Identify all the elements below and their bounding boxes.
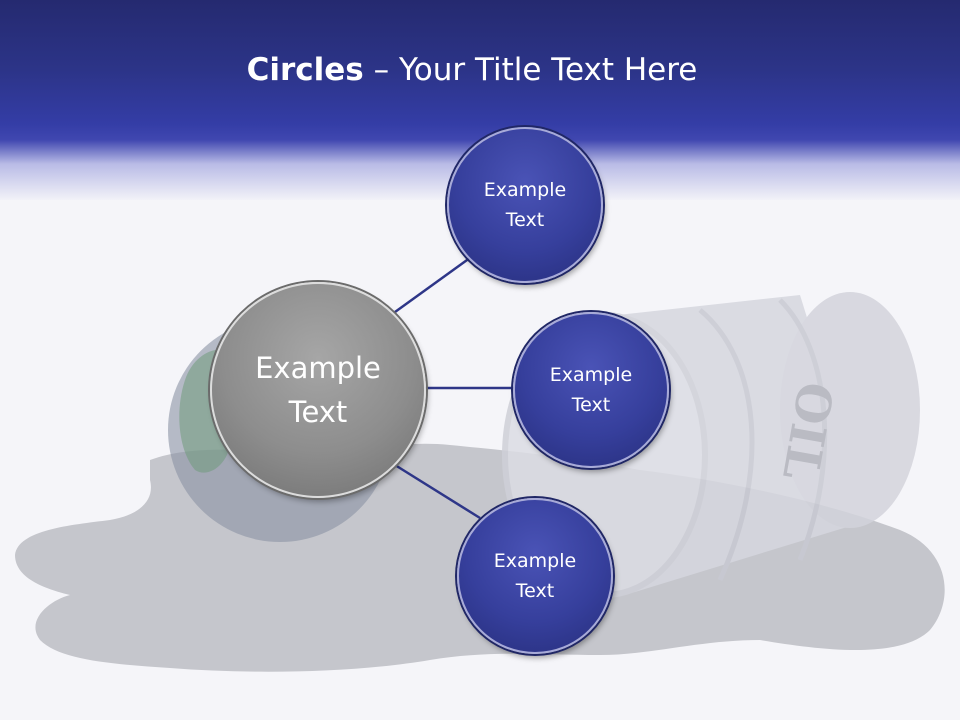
slide-title: Circles – Your Title Text Here [0,52,944,88]
node-text-line1: Example [483,179,567,201]
node-text-line2: Text [515,580,555,602]
connector-top [394,253,475,314]
title-bold: Circles [246,52,364,88]
center-text-line2: Text [288,395,348,429]
node-text-line1: Example [493,550,577,572]
node-text-line2: Text [505,209,545,231]
center-text-line1: Example [255,351,381,385]
connector-bottom [394,463,481,520]
node-text-line1: Example [549,364,633,386]
title-rest: – Your Title Text Here [363,52,698,88]
node-text-line2: Text [571,394,611,416]
